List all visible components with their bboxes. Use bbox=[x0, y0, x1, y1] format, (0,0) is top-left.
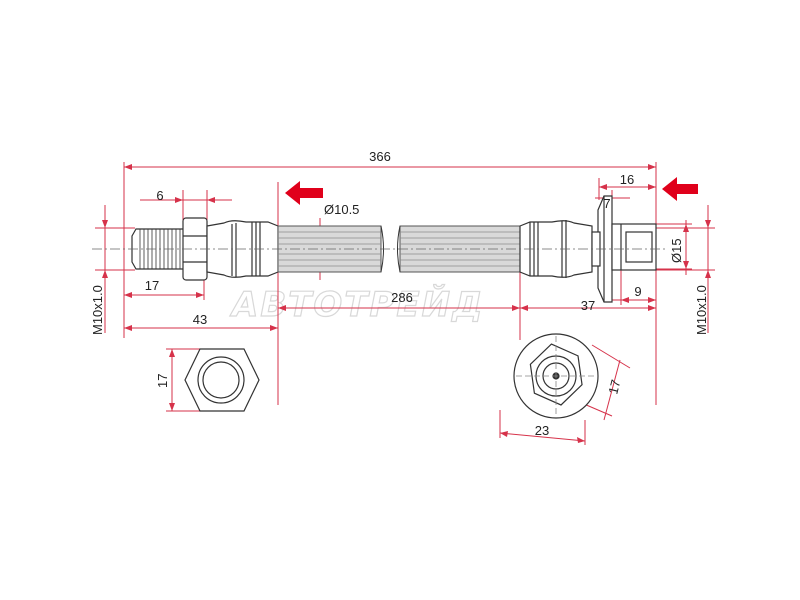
dim-right-flange-width: 23 bbox=[535, 423, 549, 438]
dim-right-fitting-length: 37 bbox=[581, 298, 595, 313]
dim-overall-length: 366 bbox=[369, 149, 391, 164]
direction-arrows bbox=[285, 177, 698, 205]
dim-left-thread-length: 6 bbox=[156, 188, 163, 203]
dim-left-hex-size: 17 bbox=[155, 374, 170, 388]
dim-left-total-length: 43 bbox=[193, 312, 207, 327]
right-fitting bbox=[519, 195, 657, 303]
dim-right-flange-thickness: 7 bbox=[603, 196, 610, 211]
dimension-arrowheads bbox=[102, 164, 711, 443]
dim-right-flange-length: 16 bbox=[620, 172, 634, 187]
dim-right-diameter: Ø15 bbox=[669, 238, 684, 263]
dim-left-thread-spec: M10x1.0 bbox=[90, 285, 105, 335]
dim-hose-diameter: Ø10.5 bbox=[324, 202, 359, 217]
dim-right-hex-size: 17 bbox=[605, 378, 623, 396]
dim-hose-length: 286 bbox=[391, 290, 413, 305]
watermark: АВТОТРЕЙД bbox=[229, 284, 484, 325]
dim-right-nut-length: 9 bbox=[634, 284, 641, 299]
dim-left-fitting-length: 17 bbox=[145, 278, 159, 293]
right-flange-view bbox=[513, 333, 599, 419]
dimension-labels: 366 6 17 43 Ø10.5 286 16 7 37 9 Ø15 M10x… bbox=[90, 149, 709, 438]
dim-right-thread-spec: M10x1.0 bbox=[694, 285, 709, 335]
left-hex-view bbox=[184, 348, 260, 412]
